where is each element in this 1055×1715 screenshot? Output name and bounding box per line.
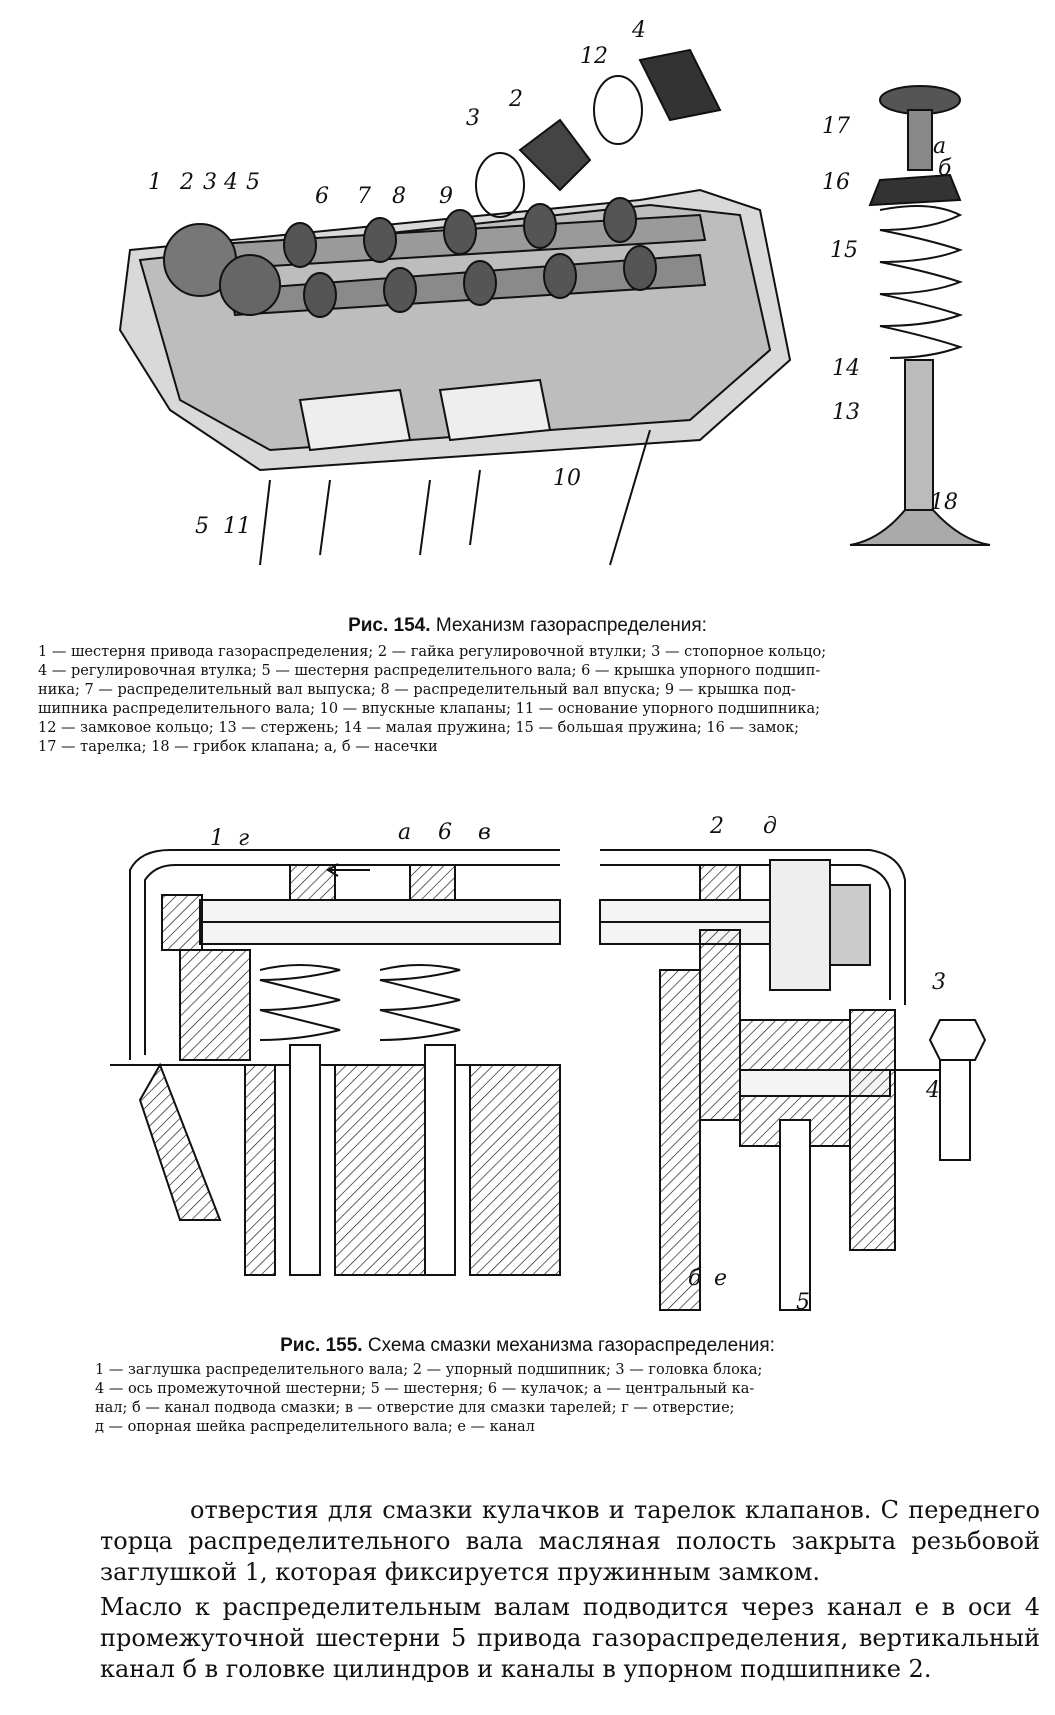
callout-6: 6 xyxy=(438,820,452,845)
lubrication-scheme-left xyxy=(110,849,561,1276)
callout-5-bottom: 5 xyxy=(195,514,209,539)
callout-e: е xyxy=(714,1266,728,1291)
callout-4-exploded: 4 xyxy=(632,18,646,43)
legend-line: 1 — заглушка распределительного вала; 2 … xyxy=(95,1362,763,1378)
figure-155-legend: 1 — заглушка распределительного вала; 2 … xyxy=(95,1361,975,1437)
callout-3-exploded: 3 xyxy=(466,106,480,131)
figure-154-title: Механизм газораспределения: xyxy=(435,615,707,636)
callout-4: 4 xyxy=(926,1078,940,1103)
callout-b: б xyxy=(688,1266,702,1291)
figure-155-drawing xyxy=(110,849,987,1311)
legend-line: 4 — регулировочная втулка; 5 — шестерня … xyxy=(38,663,821,679)
callout-11: 11 xyxy=(223,514,251,539)
cylinder-head-illustration xyxy=(118,48,991,566)
figure-155: 1 г а 6 в 2 д 3 4 б е 5 xyxy=(0,800,1055,1320)
callout-2: 2 xyxy=(180,170,194,195)
callout-1: 1 xyxy=(148,170,162,195)
callout-g: г xyxy=(238,826,250,851)
callout-b: б xyxy=(938,156,952,181)
lubrication-scheme-right xyxy=(599,849,987,1311)
figure-154-number: Рис. 154. xyxy=(348,615,431,636)
callout-17: 17 xyxy=(822,114,850,139)
callout-10: 10 xyxy=(553,466,581,491)
legend-line: 1 — шестерня привода газораспределения; … xyxy=(38,644,827,660)
figure-155-caption-title: Рис. 155. Схема смазки механизма газорас… xyxy=(0,1335,1055,1357)
callout-14: 14 xyxy=(832,356,860,381)
legend-line: нал; б — канал подвода смазки; в — отвер… xyxy=(95,1400,735,1416)
legend-line: ника; 7 — распределительный вал выпуска;… xyxy=(38,682,796,698)
callout-9: 9 xyxy=(439,184,453,209)
figure-154-caption-title: Рис. 154. Механизм газораспределения: xyxy=(0,615,1055,637)
callout-12: 12 xyxy=(580,44,608,69)
callout-5: 5 xyxy=(796,1290,810,1315)
callout-a: а xyxy=(933,134,947,159)
callout-v: в xyxy=(478,820,491,845)
callout-3: 3 xyxy=(932,970,946,995)
legend-line: д — опорная шейка распределительного вал… xyxy=(95,1419,535,1435)
callout-6: 6 xyxy=(315,184,329,209)
figure-154-drawing xyxy=(118,48,991,566)
callout-4: 4 xyxy=(224,170,238,195)
paragraph-1: отверстия для смазки кулачков и тарелок … xyxy=(100,1496,1040,1586)
figure-154-legend: 1 — шестерня привода газораспределения; … xyxy=(38,643,1038,757)
callout-16: 16 xyxy=(822,170,850,195)
paragraph-2: Масло к распределительным валам подводит… xyxy=(100,1593,1040,1683)
callout-1: 1 xyxy=(210,826,224,851)
callout-5: 5 xyxy=(246,170,260,195)
callout-8: 8 xyxy=(392,184,406,209)
callout-d: д xyxy=(763,814,777,839)
callout-15: 15 xyxy=(830,238,858,263)
figure-154: 1 2 3 4 5 6 7 8 9 3 2 12 4 5 11 10 17 а … xyxy=(0,0,1055,610)
callout-7: 7 xyxy=(357,184,371,209)
callout-2: 2 xyxy=(710,814,724,839)
figure-155-number: Рис. 155. xyxy=(280,1335,363,1356)
legend-line: шипника распределительного вала; 10 — вп… xyxy=(38,701,820,717)
callout-3: 3 xyxy=(203,170,217,195)
legend-line: 4 — ось промежуточной шестерни; 5 — шест… xyxy=(95,1381,755,1397)
callout-18: 18 xyxy=(930,490,958,515)
callout-13: 13 xyxy=(832,400,860,425)
callout-2-exploded: 2 xyxy=(509,87,523,112)
figure-155-title: Схема смазки механизма газораспределения… xyxy=(367,1335,775,1356)
body-text: отверстия для смазки кулачков и тарелок … xyxy=(100,1495,1040,1685)
legend-line: 12 — замковое кольцо; 13 — стержень; 14 … xyxy=(38,720,800,736)
legend-line: 17 — тарелка; 18 — грибок клапана; а, б … xyxy=(38,739,438,755)
callout-a: а xyxy=(398,820,412,845)
